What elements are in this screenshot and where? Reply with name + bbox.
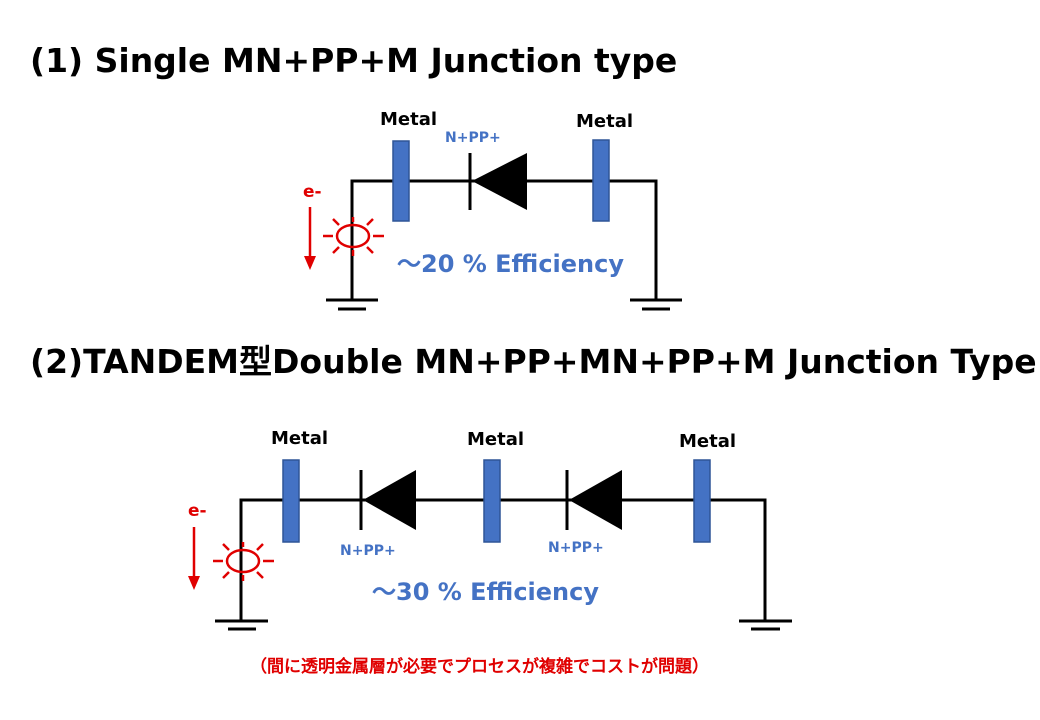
section2-electron-label: e- xyxy=(188,501,207,521)
section1-metal-right-plate xyxy=(592,139,610,222)
diode-triangle-icon xyxy=(565,470,622,530)
section2-main-wire xyxy=(239,498,767,620)
section2-metal-2-label: Metal xyxy=(467,429,524,450)
down-arrow-icon xyxy=(304,207,316,270)
section2-cost-note: （間に透明金属層が必要でプロセスが複雑でコストが問題） xyxy=(250,656,709,677)
section2-title: (2)TANDEM型Double MN+PP+MN+PP+M Junction … xyxy=(30,342,1037,381)
down-arrow-icon xyxy=(188,527,200,590)
diode-triangle-icon xyxy=(468,153,527,210)
sun-burst-icon xyxy=(323,217,384,256)
section2-junction-2-label: N+PP+ xyxy=(548,540,604,556)
ground-symbol-icon xyxy=(215,619,268,631)
section2-metal-3-label: Metal xyxy=(679,431,736,452)
section1-efficiency-label: ～20 % Efficiency xyxy=(397,250,624,278)
section2-metal-2-plate xyxy=(483,459,501,543)
ground-symbol-icon xyxy=(630,298,682,311)
section1-title: (1) Single MN+PP+M Junction type xyxy=(30,41,677,80)
section2-efficiency-label: ～30 % Efficiency xyxy=(372,578,599,606)
ground-symbol-icon xyxy=(326,298,378,311)
diode-triangle-icon xyxy=(359,470,416,530)
section1-electron-label: e- xyxy=(303,182,322,202)
section2-metal-1-label: Metal xyxy=(271,428,328,449)
section1-metal-left-plate xyxy=(392,140,410,222)
section2-metal-1-plate xyxy=(282,459,300,543)
section2-metal-3-plate xyxy=(693,459,711,543)
section1-metal-left-label: Metal xyxy=(380,109,437,130)
section1-junction-label: N+PP+ xyxy=(445,130,501,146)
sun-burst-icon xyxy=(213,542,274,581)
section2-junction-1-label: N+PP+ xyxy=(340,543,396,559)
section1-metal-right-label: Metal xyxy=(576,111,633,132)
ground-symbol-icon xyxy=(739,619,792,631)
